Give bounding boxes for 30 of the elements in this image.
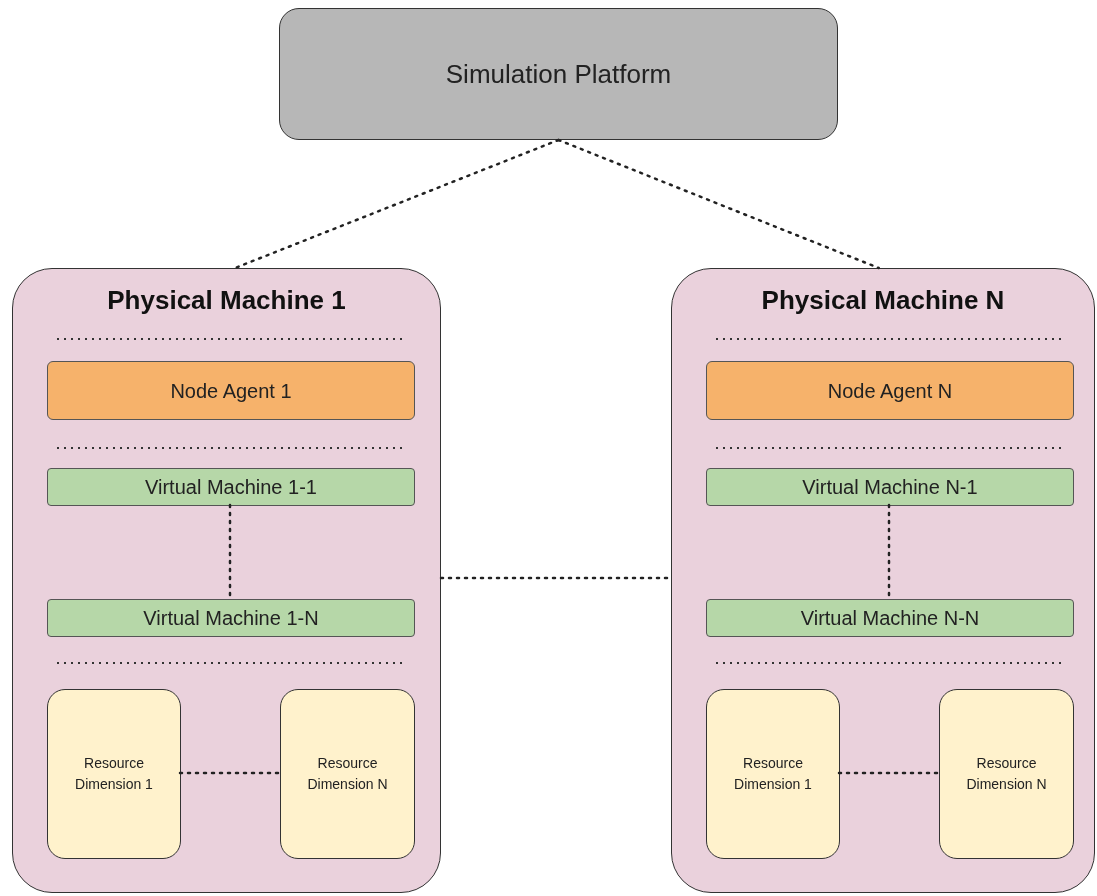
vm-box	[47, 599, 415, 637]
resource-box	[939, 689, 1074, 859]
platform-box	[279, 8, 838, 140]
vm-box	[706, 468, 1074, 506]
vm-box	[47, 468, 415, 506]
dotted-connector	[233, 138, 560, 270]
resource-box	[47, 689, 181, 859]
machine-container	[671, 268, 1095, 893]
node-label: Resource Dimension 1	[74, 754, 154, 794]
node-label: Node Agent 1	[170, 378, 292, 404]
node-label: Resource Dimension N	[306, 754, 389, 794]
machine-container	[12, 268, 441, 893]
node-label: Node Agent N	[827, 378, 953, 404]
node-label: Resource Dimension 1	[733, 754, 813, 794]
dotted-connector	[557, 138, 880, 270]
node-label: Virtual Machine 1-1	[145, 475, 317, 500]
vm-box	[706, 599, 1074, 637]
resource-box	[706, 689, 840, 859]
node-label: Virtual Machine N-1	[802, 475, 978, 500]
resource-box	[280, 689, 415, 859]
node-label: Resource Dimension N	[965, 754, 1048, 794]
dotted-connector	[837, 771, 940, 775]
dotted-connector	[178, 771, 281, 775]
agent-box	[47, 361, 415, 420]
node-label: Virtual Machine N-N	[800, 606, 980, 631]
node-label: Simulation Platform	[445, 57, 672, 91]
machine-title: Physical Machine 1	[106, 284, 347, 317]
agent-box	[706, 361, 1074, 420]
machine-title: Physical Machine N	[760, 284, 1006, 317]
node-label: Virtual Machine 1-N	[143, 606, 319, 631]
